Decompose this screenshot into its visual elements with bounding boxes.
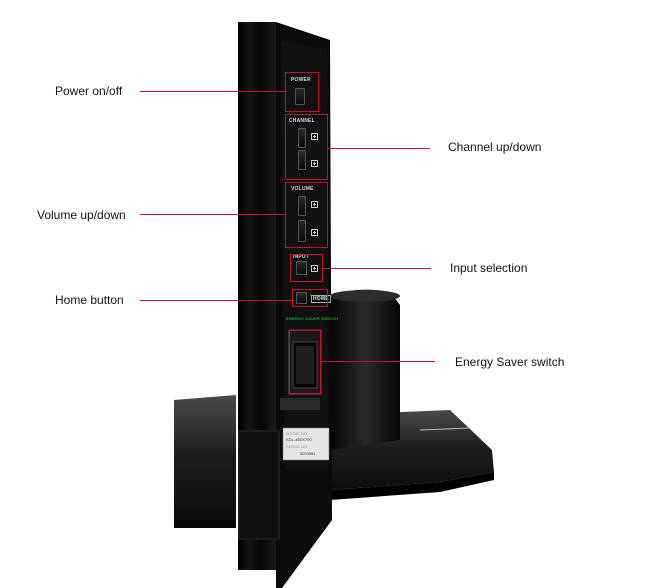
energy-saver-highlight (289, 330, 321, 394)
power-panel-label: POWER (291, 77, 311, 83)
volume-callout: Volume up/down (37, 208, 126, 222)
input-callout: Input selection (450, 261, 528, 275)
volume-panel-label: VOLUME (291, 186, 314, 192)
channel-highlight (285, 114, 328, 180)
volume-up-icon (311, 201, 318, 208)
volume-leader (140, 214, 286, 215)
sticker-serial-label: SERIAL NO. (286, 444, 309, 449)
volume-down-icon (311, 229, 318, 236)
volume-highlight (285, 182, 328, 248)
channel-down-button[interactable] (298, 150, 306, 170)
sticker-model-value: KDL-46EX700 (286, 437, 312, 442)
channel-leader (328, 148, 430, 149)
sticker-serial-value: 5003561 (300, 451, 316, 456)
sticker-model-label: MODEL NO. (286, 431, 309, 436)
energy-saver-callout: Energy Saver switch (455, 355, 565, 369)
home-highlight (292, 289, 328, 307)
model-sticker (282, 427, 330, 461)
power-callout: Power on/off (55, 84, 123, 98)
channel-up-button[interactable] (298, 128, 306, 148)
channel-down-icon (311, 160, 318, 167)
power-button[interactable] (295, 88, 305, 105)
input-highlight (290, 254, 323, 282)
channel-panel-label: CHANNEL (289, 118, 315, 124)
home-callout: Home button (55, 293, 124, 307)
home-panel-label: HOME (311, 295, 331, 303)
power-highlight (285, 72, 319, 112)
volume-up-button[interactable] (298, 196, 306, 216)
channel-up-icon (311, 133, 318, 140)
input-icon (311, 265, 318, 272)
power-leader (140, 91, 286, 92)
channel-callout: Channel up/down (448, 140, 542, 154)
home-button[interactable] (296, 292, 307, 304)
input-leader (323, 268, 431, 269)
energy-saver-leader (321, 361, 435, 362)
energy-saver-panel-label: ENERGY SAVER SWITCH (286, 316, 339, 321)
volume-down-button[interactable] (298, 220, 306, 242)
input-button[interactable] (296, 261, 307, 275)
stand-base (174, 395, 236, 520)
stand-neck (330, 289, 400, 450)
home-leader (140, 300, 293, 301)
input-panel-label: INPUT (293, 254, 309, 260)
